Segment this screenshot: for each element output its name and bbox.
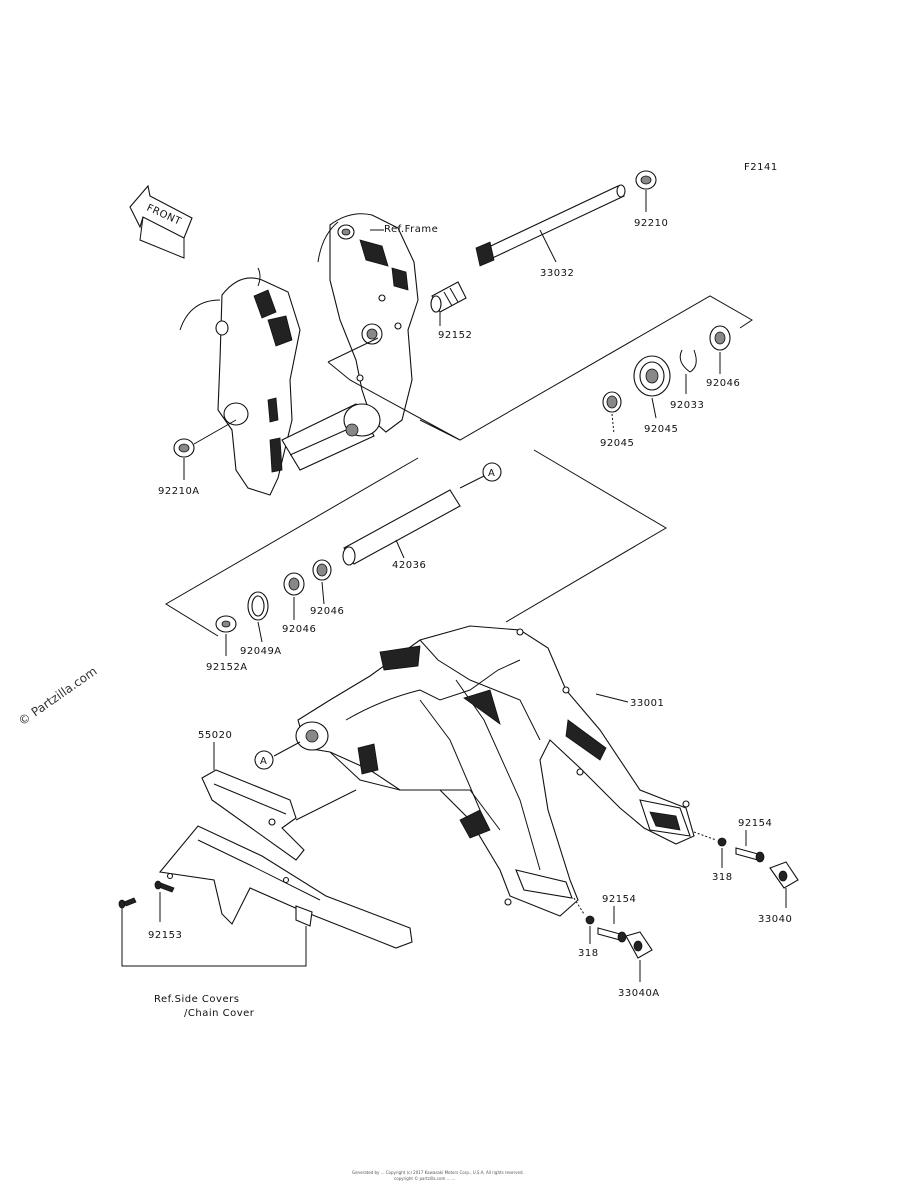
- collar-92049A: [247, 591, 269, 621]
- part-42036-label: 42036: [392, 560, 426, 571]
- part-92046-top-label: 92046: [706, 378, 740, 389]
- part-92210A-label: 92210A: [158, 486, 200, 497]
- needle-bearing-92045-left: [602, 391, 622, 413]
- needle-bearing-92046-mid: [312, 559, 332, 581]
- part-33040A-label: 33040A: [618, 988, 660, 999]
- part-92046-mid-label: 92046: [310, 606, 344, 617]
- part-33032-label: 33032: [540, 268, 574, 279]
- front-direction-arrow: FRONT: [129, 184, 193, 259]
- ref-covers-line2: /Chain Cover: [184, 1008, 255, 1019]
- part-33001-label: 33001: [630, 698, 664, 709]
- adjuster-collar-92152: [430, 281, 467, 313]
- ref-covers-bracket: [121, 908, 307, 967]
- bolt-92153: [154, 880, 175, 893]
- part-92045-right-label: 92045: [644, 424, 678, 435]
- needle-bearing-92046-low: [283, 572, 305, 596]
- part-318-right-label: 318: [712, 872, 733, 883]
- frame-reference-drawing: [179, 213, 419, 496]
- sleeve-42036: [342, 489, 461, 566]
- part-92033-label: 92033: [670, 400, 704, 411]
- part-92046-low-label: 92046: [282, 624, 316, 635]
- nut-318-low: [585, 915, 595, 925]
- nut-92210: [635, 170, 657, 190]
- part-92152A-label: 92152A: [206, 662, 248, 673]
- swingarm-33001: [295, 625, 695, 917]
- washer-92152A: [215, 615, 237, 633]
- nut-92210A: [173, 438, 195, 458]
- svg-text:A: A: [488, 468, 495, 479]
- svg-text:A: A: [260, 756, 267, 767]
- bolt-side-covers: [118, 897, 137, 909]
- footer-line-2: copyright © partzilla.com ... ...: [394, 1176, 456, 1181]
- part-33040-label: 33040: [758, 914, 792, 925]
- adjuster-block-33040: [769, 861, 799, 889]
- footer-line-1: Generated by ... Copyright (c) 2017 Kawa…: [352, 1170, 524, 1175]
- explode-guide-middle: [165, 449, 667, 637]
- circlip-92033: [679, 349, 697, 373]
- adjuster-bolt-92154-right: [735, 847, 765, 863]
- part-92153-label: 92153: [148, 930, 182, 941]
- ref-frame-label: Ref.Frame: [384, 224, 438, 235]
- part-92152-label: 92152: [438, 330, 472, 341]
- oil-seal-92046-top: [709, 325, 731, 351]
- part-92045-left-label: 92045: [600, 438, 634, 449]
- chain-cover-reference: [158, 825, 413, 949]
- chain-guide-55020: [201, 769, 305, 861]
- ref-covers-line1: Ref.Side Covers: [154, 994, 239, 1005]
- adjuster-block-33040A: [625, 931, 653, 959]
- diagram-code: F2141: [744, 162, 778, 173]
- pivot-shaft-33032: [475, 184, 626, 267]
- part-92210-label: 92210: [634, 218, 668, 229]
- adjuster-bolt-92154-low: [597, 927, 627, 943]
- part-92049A-label: 92049A: [240, 646, 282, 657]
- ball-bearing-92045-right: [633, 355, 671, 397]
- callout-a-lower: A: [254, 741, 301, 770]
- part-318-low-label: 318: [578, 948, 599, 959]
- part-55020-label: 55020: [198, 730, 232, 741]
- watermark: © Partzilla.com: [16, 664, 100, 729]
- part-92154-low-label: 92154: [602, 894, 636, 905]
- explode-guide-upper: [327, 295, 753, 441]
- nut-318-right: [717, 837, 727, 847]
- callout-a-top: A: [459, 462, 502, 489]
- part-92154-right-label: 92154: [738, 818, 772, 829]
